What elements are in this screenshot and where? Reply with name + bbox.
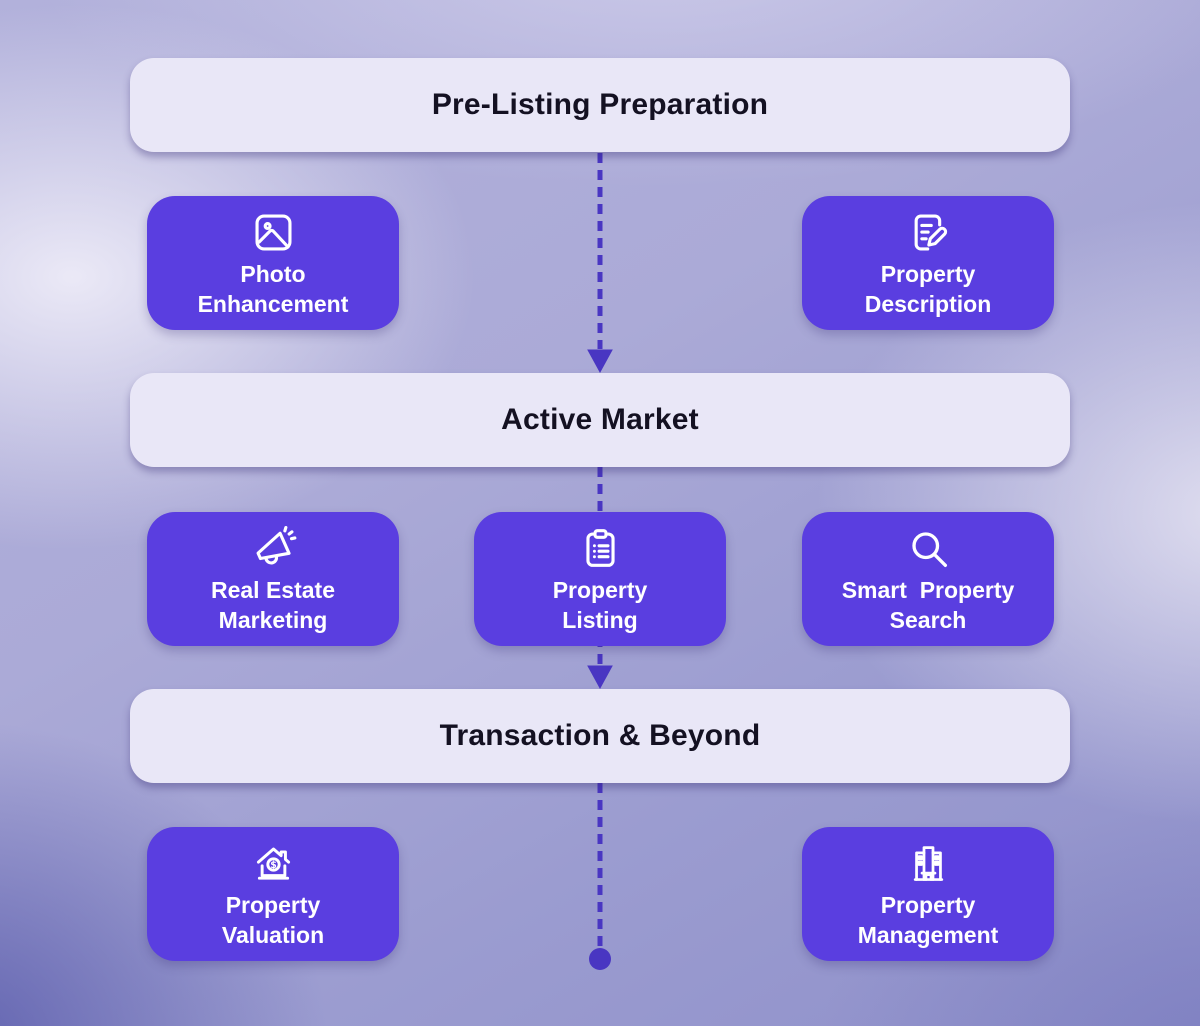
building-icon <box>905 840 952 887</box>
search-icon <box>905 525 952 572</box>
card-real-estate-marketing: Real Estate Marketing <box>147 512 399 646</box>
card-label: Property Management <box>857 892 999 948</box>
card-label: Photo Enhancement <box>197 261 349 317</box>
card-label: Property Valuation <box>221 892 325 948</box>
card-property-valuation: $ Property Valuation <box>147 827 399 961</box>
card-label: Property Listing <box>552 577 648 633</box>
megaphone-icon <box>250 525 297 572</box>
stage-band-label: Pre-Listing Preparation <box>431 88 769 121</box>
photo-icon <box>250 209 297 256</box>
house-dollar-icon: $ <box>250 840 297 887</box>
card-property-management: Property Management <box>802 827 1054 961</box>
stage-band-active-market: Active Market <box>130 373 1070 467</box>
card-label: Real Estate Marketing <box>210 577 335 633</box>
document-pen-icon <box>905 209 952 256</box>
stage-band-label: Transaction & Beyond <box>439 719 761 752</box>
card-photo-enhancement: Photo Enhancement <box>147 196 399 330</box>
stage-band-pre-listing-preparation: Pre-Listing Preparation <box>130 58 1070 152</box>
card-property-description: Property Description <box>802 196 1054 330</box>
card-property-listing: Property Listing <box>474 512 726 646</box>
stage-band-transaction-beyond: Transaction & Beyond <box>130 689 1070 783</box>
stage-band-label: Active Market <box>501 403 699 436</box>
clipboard-list-icon <box>577 525 624 572</box>
card-label: Smart Property Search <box>841 577 1015 633</box>
card-smart-property-search: Smart Property Search <box>802 512 1054 646</box>
svg-text:$: $ <box>270 860 277 871</box>
card-label: Property Description <box>864 261 992 317</box>
